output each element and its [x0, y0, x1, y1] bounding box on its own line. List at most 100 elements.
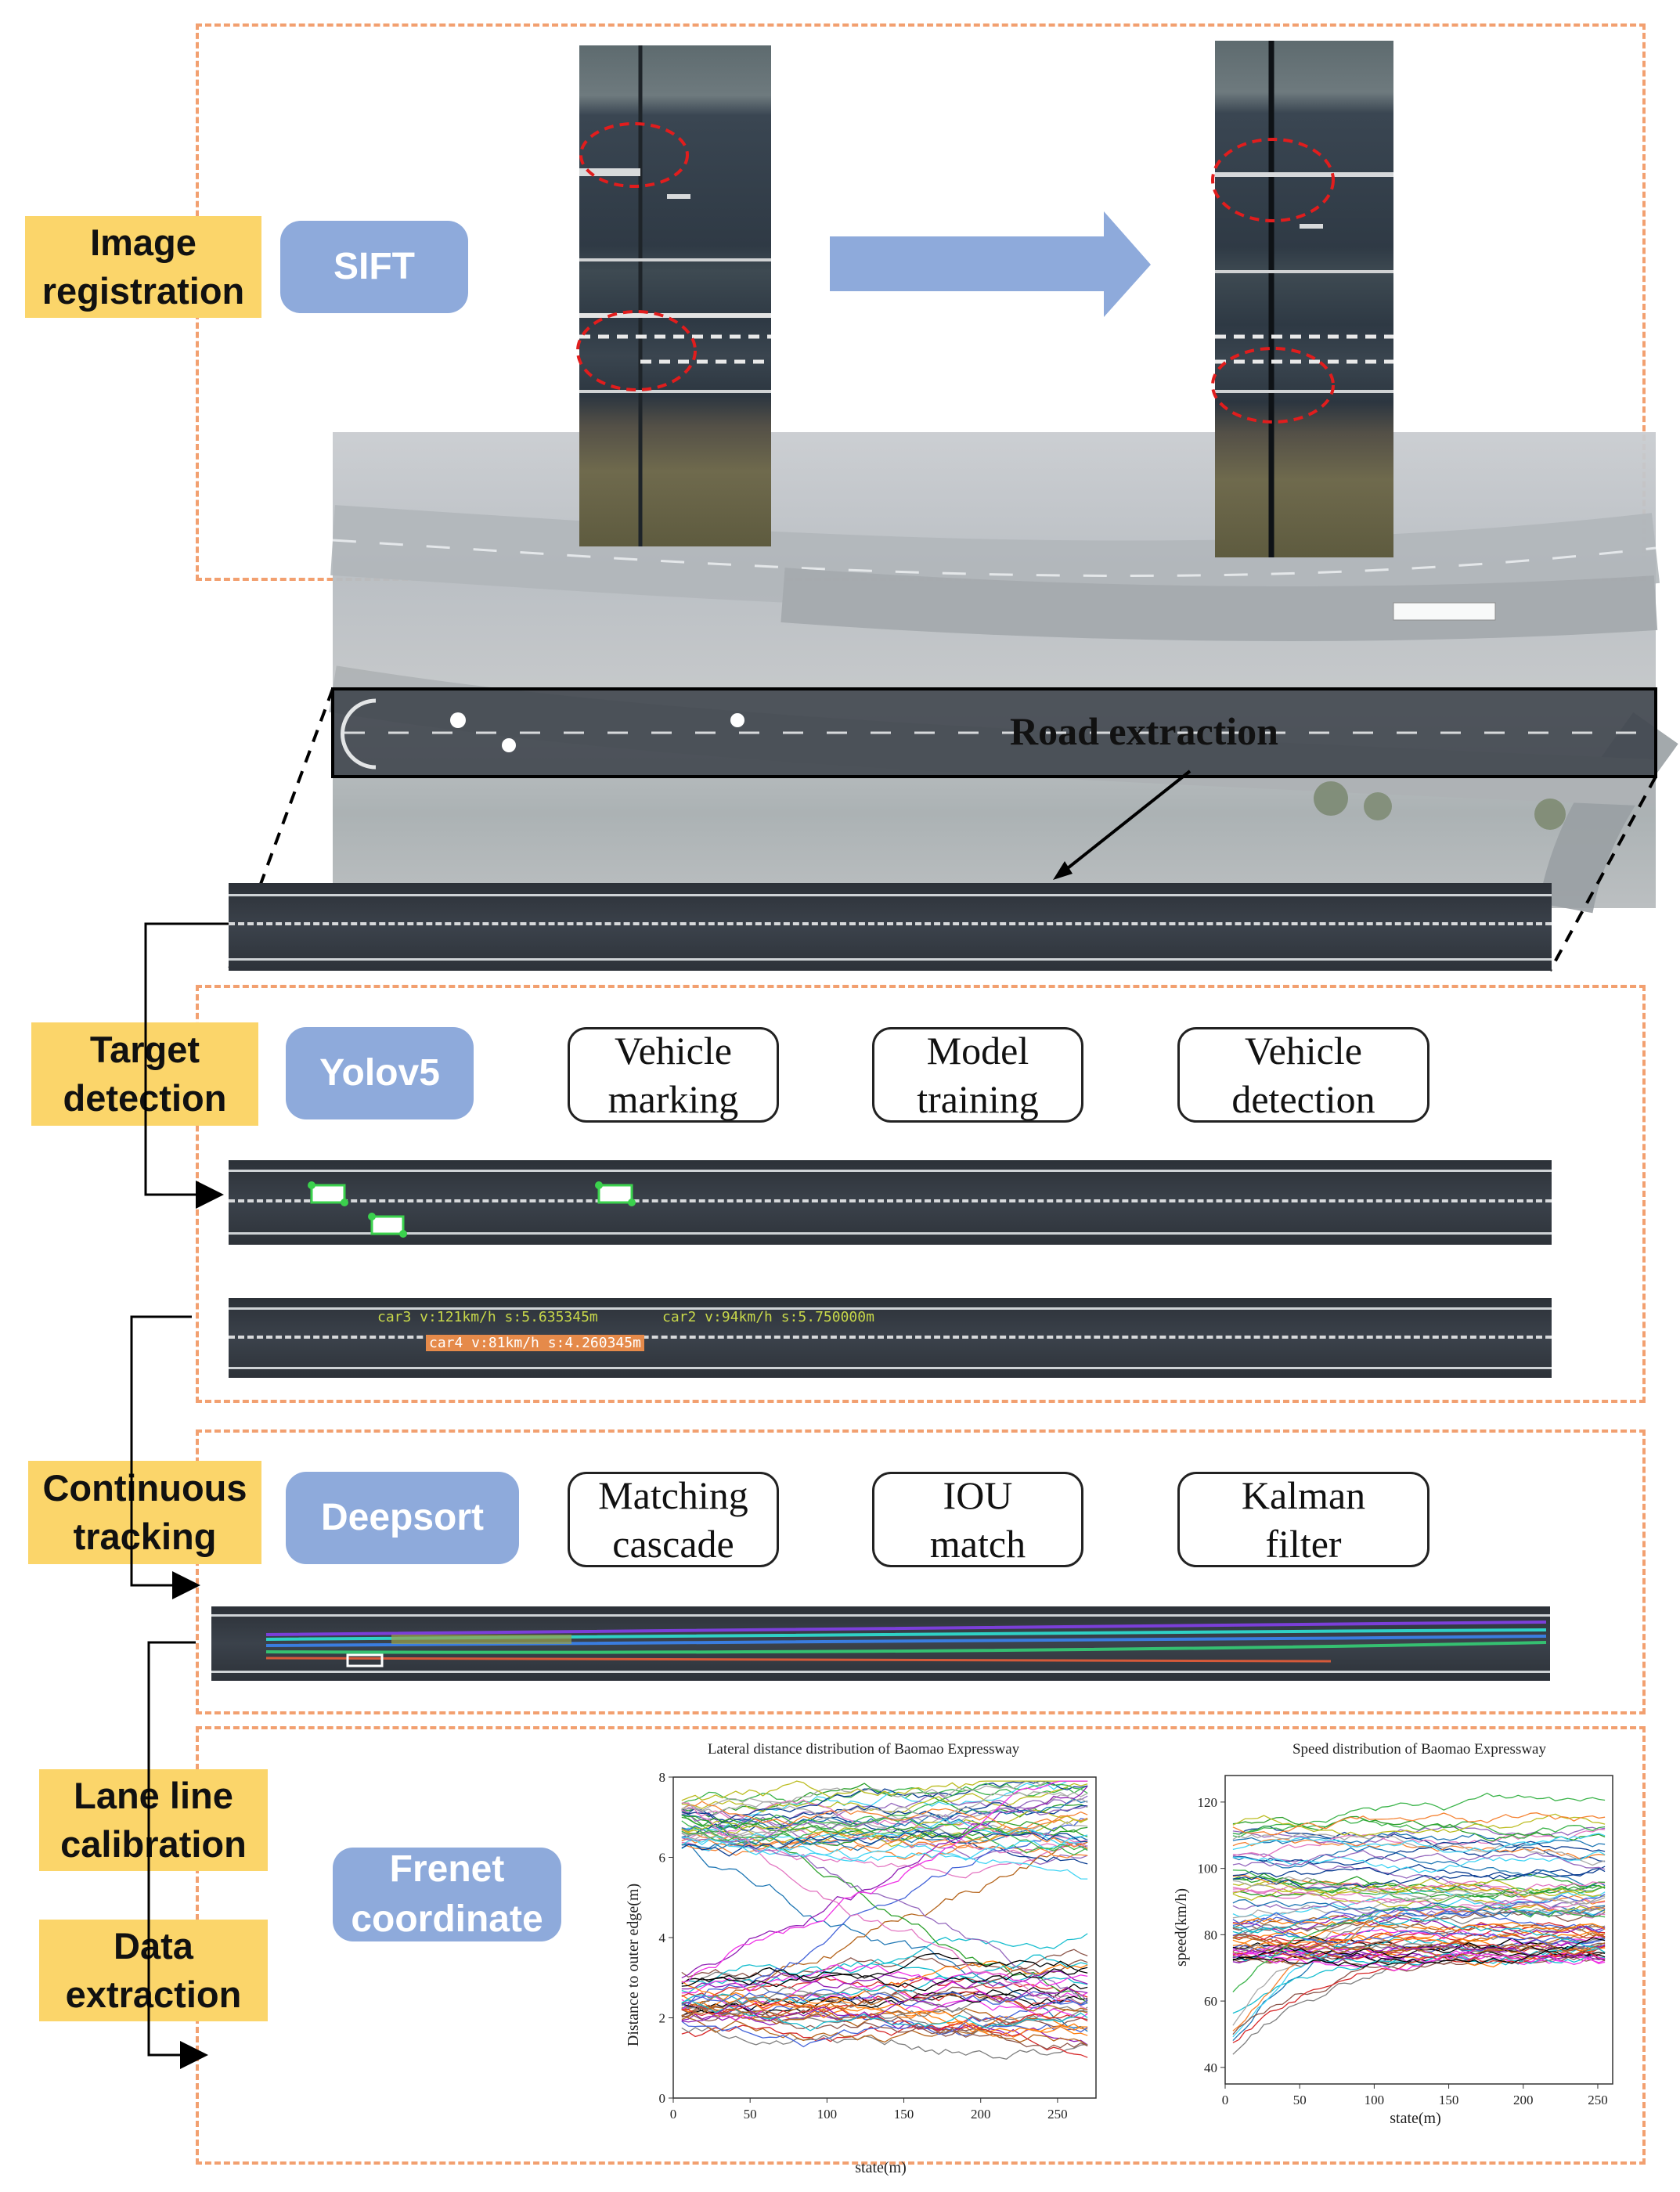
step-vehicle-detection: Vehicle detection	[1177, 1027, 1429, 1123]
y-tick-label: 100	[1198, 1862, 1218, 1877]
speed-chart-xlabel: state(m)	[1390, 2110, 1441, 2127]
series-line	[1232, 1877, 1606, 1898]
series-line	[1232, 1815, 1606, 1842]
series-line	[681, 1992, 1088, 2021]
series-line	[1232, 1937, 1606, 1968]
series-line	[1232, 1813, 1606, 1837]
y-tick-label: 8	[659, 1770, 666, 1785]
series-line	[1232, 1934, 1606, 1958]
series-line	[681, 1780, 1088, 1831]
series-line	[1232, 1831, 1606, 1848]
label-image-registration: Image registration	[25, 216, 261, 318]
series-line	[1232, 1880, 1606, 1895]
series-line	[1232, 1916, 1606, 1953]
vehicle-label-car3: car3 v:121km/h s:5.635345m	[377, 1309, 598, 1325]
series-line	[1232, 1829, 1606, 1858]
series-line	[681, 1987, 1088, 2023]
series-line	[681, 1836, 1088, 1861]
x-tick-label: 250	[1588, 2093, 1608, 2107]
series-line	[681, 2004, 1088, 2050]
series-line	[681, 1967, 1088, 1992]
series-line	[681, 1780, 1088, 1812]
registration-before-image	[579, 45, 771, 546]
series-line	[1232, 1819, 1606, 1839]
road-extraction-label: Road extraction	[1010, 709, 1278, 753]
x-tick-label: 50	[744, 2107, 757, 2122]
x-tick-label: 100	[1365, 2093, 1385, 2107]
series-line	[1232, 1845, 1606, 1887]
lateral-chart-ylabel: Distance to outer edge(m)	[625, 1884, 642, 2046]
speed-chart-ylabel: speed(km/h)	[1173, 1888, 1190, 1967]
y-tick-label: 120	[1198, 1795, 1218, 1810]
series-line	[681, 1780, 1088, 1801]
series-line	[1232, 1833, 1606, 1866]
x-tick-label: 200	[1513, 2093, 1534, 2107]
series-line	[1232, 1914, 1606, 1937]
series-line	[1232, 1926, 1606, 1956]
series-line	[1232, 1937, 1606, 2055]
label-data-extraction: Data extraction	[39, 1920, 268, 2021]
y-tick-label: 80	[1204, 1927, 1217, 1942]
series-line	[1232, 1949, 1606, 1971]
lateral-chart-title: Lateral distance distribution of Baomao …	[708, 1741, 1020, 1758]
series-line	[1232, 1887, 1606, 1919]
series-line	[681, 1802, 1088, 2010]
series-line	[681, 1805, 1088, 1843]
series-line	[681, 1837, 1088, 1880]
step-kalman-filter: Kalman filter	[1177, 1472, 1429, 1567]
series-line	[1232, 1838, 1606, 1860]
series-line	[681, 1954, 1088, 2004]
series-line	[1232, 1833, 1606, 1853]
vehicle-label-car4: car4 v:81km/h s:4.260345m	[426, 1335, 644, 1351]
series-line	[1232, 1951, 1606, 2043]
series-line	[1232, 1839, 1606, 1866]
vehicle-label-car2: car2 v:94km/h s:5.750000m	[662, 1309, 874, 1325]
series-line	[681, 1964, 1088, 1994]
series-line	[681, 1783, 1088, 1818]
series-line	[1232, 1812, 1606, 1836]
series-line	[681, 1801, 1088, 1830]
series-line	[681, 1780, 1088, 1983]
step-matching-cascade: Matching cascade	[568, 1472, 779, 1567]
x-tick-label: 100	[817, 2107, 838, 2122]
series-line	[1232, 1881, 1606, 1899]
series-line	[681, 1830, 1088, 1857]
series-line	[681, 1988, 1088, 2006]
series-line	[681, 1986, 1088, 2024]
x-tick-label: 0	[1222, 2093, 1229, 2107]
series-line	[681, 2014, 1088, 2046]
label-lane-line-calibration: Lane line calibration	[39, 1769, 268, 1871]
series-line	[681, 1815, 1088, 1840]
registration-after-image	[1215, 41, 1393, 557]
series-line	[1232, 1894, 1606, 1928]
registration-arrow	[830, 211, 1151, 317]
y-tick-label: 60	[1204, 1994, 1217, 2009]
plot-frame	[1224, 1775, 1613, 2085]
method-frenet: Frenet coordinate	[333, 1848, 561, 1941]
series-line	[1232, 1899, 1606, 1916]
series-line	[1232, 1930, 1606, 1947]
series-line	[1232, 1910, 1606, 1933]
series-line	[1232, 1851, 1606, 1873]
x-tick-label: 0	[670, 2107, 677, 2122]
y-tick-label: 4	[659, 1931, 666, 1945]
series-line	[1232, 1904, 1606, 1992]
series-line	[681, 1816, 1088, 1851]
label-continuous-tracking: Continuous tracking	[28, 1461, 261, 1564]
series-line	[1232, 1867, 1606, 1889]
speed-chart-title: Speed distribution of Baomao Expressway	[1292, 1741, 1547, 1758]
y-tick-label: 0	[659, 2091, 666, 2106]
step-vehicle-marking: Vehicle marking	[568, 1027, 779, 1123]
x-tick-label: 200	[971, 2107, 991, 2122]
series-line	[681, 1780, 1088, 1823]
series-line	[681, 2001, 1088, 2048]
series-line	[1232, 1940, 1606, 1959]
series-line	[681, 2026, 1088, 2060]
method-deepsort: Deepsort	[286, 1472, 519, 1564]
series-line	[681, 2001, 1088, 2058]
series-line	[1232, 1905, 1606, 1934]
